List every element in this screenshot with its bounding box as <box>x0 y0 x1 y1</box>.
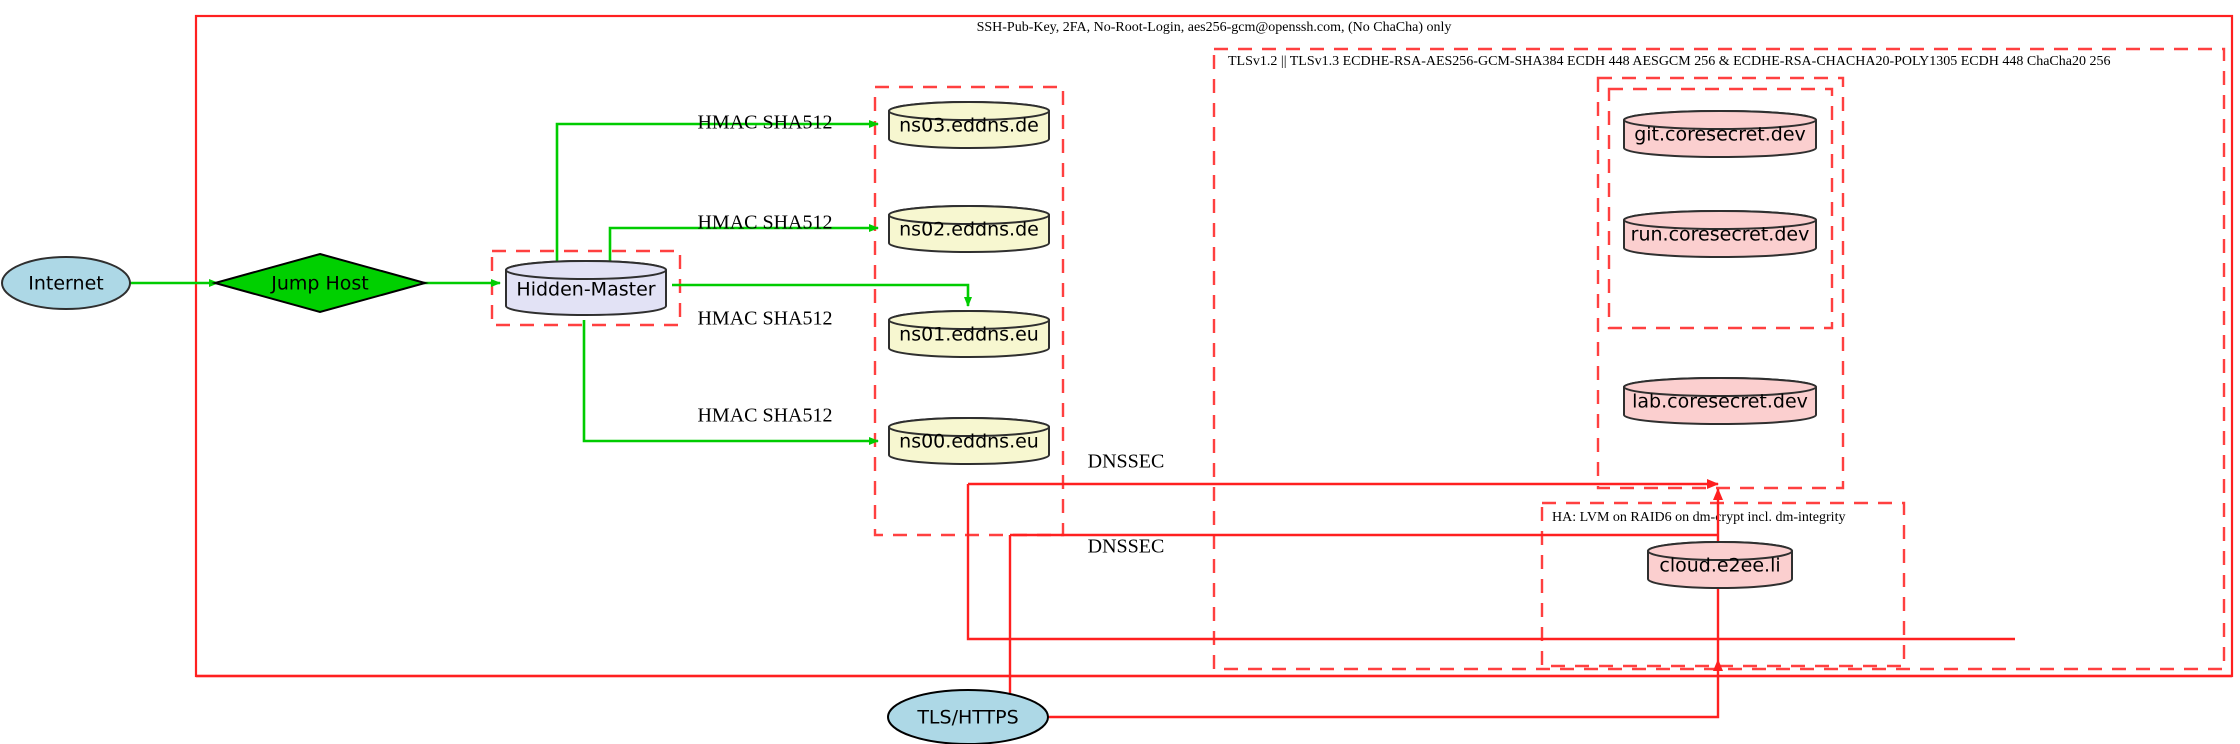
edge-label-dnssec-lower: DNSSEC <box>1088 536 1165 558</box>
edge-label-hmac-ns01: HMAC SHA512 <box>697 308 832 330</box>
node-cloud-e2ee-label: cloud.e2ee.li <box>1659 555 1780 577</box>
tls-cluster-label: TLSv1.2 || TLSv1.3 ECDHE-RSA-AES256-GCM-… <box>1228 54 2110 69</box>
node-ns02-label: ns02.eddns.de <box>899 219 1039 241</box>
node-internet-label: Internet <box>28 273 103 295</box>
ha-cluster-label: HA: LVM on RAID6 on dm-crypt incl. dm-in… <box>1552 510 1845 525</box>
coresecret-inner-cluster-frame <box>1607 87 1834 330</box>
edge-dnssec-upper-riser <box>966 484 2015 641</box>
node-cloud-e2ee[interactable]: cloud.e2ee.li <box>1647 541 1793 589</box>
node-jump-host-label: Jump Host <box>270 273 369 295</box>
edge-tlshttps-ha <box>1045 659 1723 719</box>
node-ns01[interactable]: ns01.eddns.eu <box>888 310 1050 358</box>
node-git-coresecret-label: git.coresecret.dev <box>1634 124 1806 146</box>
node-run-coresecret[interactable]: run.coresecret.dev <box>1623 210 1817 258</box>
node-ns00[interactable]: ns00.eddns.eu <box>888 417 1050 465</box>
node-tls-https-label: TLS/HTTPS <box>916 707 1018 729</box>
node-ns03-label: ns03.eddns.de <box>899 115 1039 137</box>
node-ns02[interactable]: ns02.eddns.de <box>888 205 1050 253</box>
ha-cluster-frame <box>1540 501 1906 668</box>
ssh-cluster-label: SSH-Pub-Key, 2FA, No-Root-Login, aes256-… <box>977 20 1452 35</box>
hidden-master-cluster-frame <box>490 249 682 327</box>
node-hidden-master-label: Hidden-Master <box>516 279 655 301</box>
edge-hiddenmaster-ns03 <box>555 120 879 262</box>
edge-label-hmac-ns02: HMAC SHA512 <box>697 212 832 234</box>
node-hidden-master[interactable]: Hidden-Master <box>505 260 667 316</box>
edge-hiddenmaster-ns01 <box>672 283 972 307</box>
node-ns01-label: ns01.eddns.eu <box>899 324 1039 346</box>
edge-hiddenmaster-ns00 <box>582 320 879 445</box>
node-git-coresecret[interactable]: git.coresecret.dev <box>1623 110 1817 158</box>
edge-label-hmac-ns00: HMAC SHA512 <box>697 405 832 427</box>
tls-cluster-frame <box>1212 47 2226 671</box>
node-jump-host[interactable]: Jump Host <box>211 252 429 314</box>
node-internet[interactable]: Internet <box>1 256 131 310</box>
node-ns00-label: ns00.eddns.eu <box>899 431 1039 453</box>
node-lab-coresecret-label: lab.coresecret.dev <box>1632 391 1808 413</box>
node-tls-https[interactable]: TLS/HTTPS <box>887 689 1049 744</box>
edge-hiddenmaster-ns02 <box>608 224 879 262</box>
edge-label-dnssec-upper: DNSSEC <box>1088 451 1165 473</box>
node-run-coresecret-label: run.coresecret.dev <box>1631 224 1810 246</box>
node-lab-coresecret[interactable]: lab.coresecret.dev <box>1623 377 1817 425</box>
node-ns03[interactable]: ns03.eddns.de <box>888 101 1050 149</box>
edge-label-hmac-ns03: HMAC SHA512 <box>697 112 832 134</box>
